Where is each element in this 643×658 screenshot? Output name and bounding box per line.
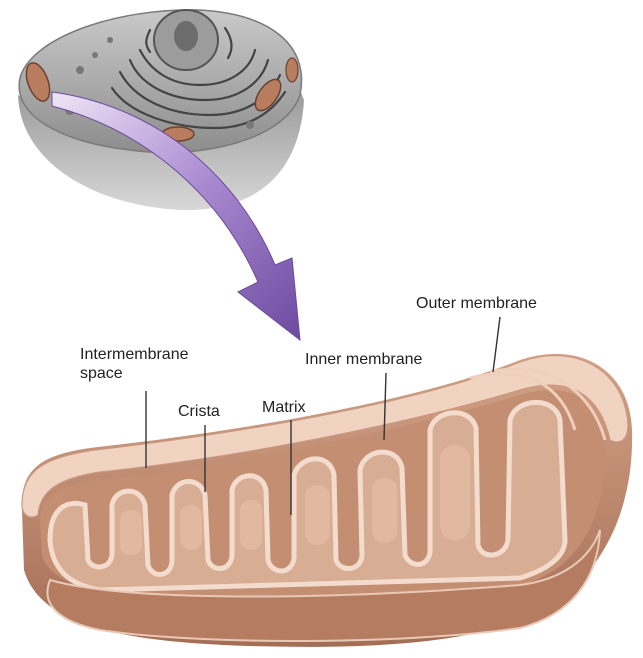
- nucleolus: [174, 21, 198, 51]
- label-intermembrane-space: Intermembrane space: [80, 345, 230, 383]
- label-outer-membrane: Outer membrane: [416, 294, 537, 313]
- leader-outer-membrane: [493, 317, 500, 372]
- label-matrix: Matrix: [262, 398, 306, 417]
- label-inner-membrane: Inner membrane: [305, 350, 422, 369]
- mitochondrion: [22, 354, 632, 647]
- cell-illustration: [18, 10, 304, 210]
- label-crista: Crista: [178, 402, 220, 421]
